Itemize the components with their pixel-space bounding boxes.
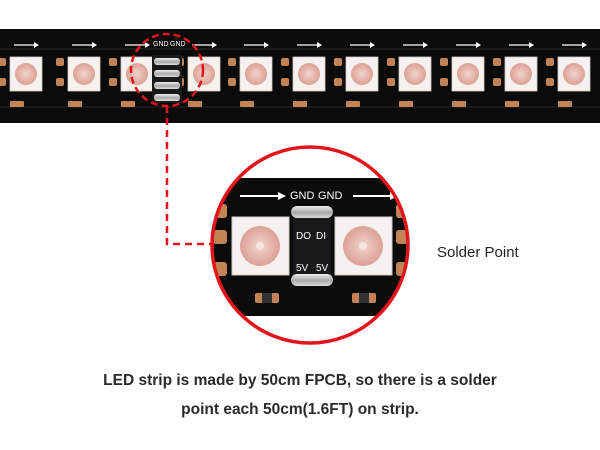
caption-line-2: point each 50cm(1.6FT) on strip. (181, 401, 419, 418)
vcc-label-right: 5V (316, 263, 329, 274)
zoom-highlight-circle (210, 145, 410, 345)
g-label-right: G (398, 190, 406, 201)
copper-pad (546, 58, 554, 66)
arrow-right-icon (423, 42, 428, 48)
arrow-right-icon (145, 42, 150, 48)
arrow-right-icon (582, 42, 587, 48)
copper-pad (334, 78, 342, 86)
top-led-strip: GND GND (0, 29, 600, 123)
led-lens (245, 63, 267, 85)
copper-pad (109, 78, 117, 86)
arrow-right-icon (317, 42, 322, 48)
resistor (346, 101, 360, 107)
led-lens (15, 63, 37, 85)
resistor (240, 101, 254, 107)
led-lens (73, 63, 95, 85)
resistor (505, 101, 519, 107)
led-lens (457, 63, 479, 85)
caption-line-1: LED strip is made by 50cm FPCB, so there… (103, 372, 497, 389)
zoomed-solder-detail: GND GND DO DI 5V 5V G G (210, 145, 410, 345)
top-solder-joint (152, 55, 182, 103)
resistor (10, 101, 24, 107)
arrow-right-icon (212, 42, 217, 48)
arrow-right-icon (529, 42, 534, 48)
copper-pad (228, 58, 236, 66)
resistor (558, 101, 572, 107)
led-lens (351, 63, 373, 85)
led-lens (126, 63, 148, 85)
copper-pad (387, 58, 395, 66)
led-lens (563, 63, 585, 85)
arrow-right-icon (92, 42, 97, 48)
copper-pad (440, 58, 448, 66)
copper-pad (281, 58, 289, 66)
arrow-right-icon (264, 42, 269, 48)
copper-pad (493, 78, 501, 86)
copper-pad (213, 230, 227, 244)
led-chip-left (231, 216, 290, 276)
gnd-label-left: GND (290, 190, 315, 202)
resistor (68, 101, 82, 107)
top-gnd-label-right: GND (170, 41, 186, 48)
copper-pad (109, 58, 117, 66)
copper-pad (334, 58, 342, 66)
resistor (399, 101, 413, 107)
gnd-label-right: GND (318, 190, 343, 202)
arrow-right-icon (34, 42, 39, 48)
copper-pad (56, 78, 64, 86)
solder-joint-5v (291, 274, 333, 286)
top-gnd-label-left: GND (153, 41, 169, 48)
copper-pad (440, 78, 448, 86)
copper-pad (493, 58, 501, 66)
resistor (452, 101, 466, 107)
copper-pad (387, 78, 395, 86)
solder-joint-gnd (291, 206, 333, 218)
vcc-label-left: 5V (296, 263, 309, 274)
copper-pad (546, 78, 554, 86)
copper-pad (281, 78, 289, 86)
copper-pad (0, 58, 6, 66)
arrow-right-icon (278, 192, 286, 200)
solder-point-label: Solder Point (437, 244, 519, 261)
led-lens (404, 63, 426, 85)
resistor (121, 101, 135, 107)
dout-label: DO (296, 231, 311, 242)
resistor (293, 101, 307, 107)
din-label: DI (316, 231, 326, 242)
arrow-right-icon (476, 42, 481, 48)
led-lens (510, 63, 532, 85)
led-chip-right (334, 216, 393, 276)
copper-pad (56, 58, 64, 66)
arrow-right-icon (370, 42, 375, 48)
caption: LED strip is made by 50cm FPCB, so there… (0, 366, 600, 424)
copper-pad (228, 78, 236, 86)
resistor (188, 101, 202, 107)
led-lens (298, 63, 320, 85)
copper-pad (0, 78, 6, 86)
callout-connector (165, 106, 212, 246)
